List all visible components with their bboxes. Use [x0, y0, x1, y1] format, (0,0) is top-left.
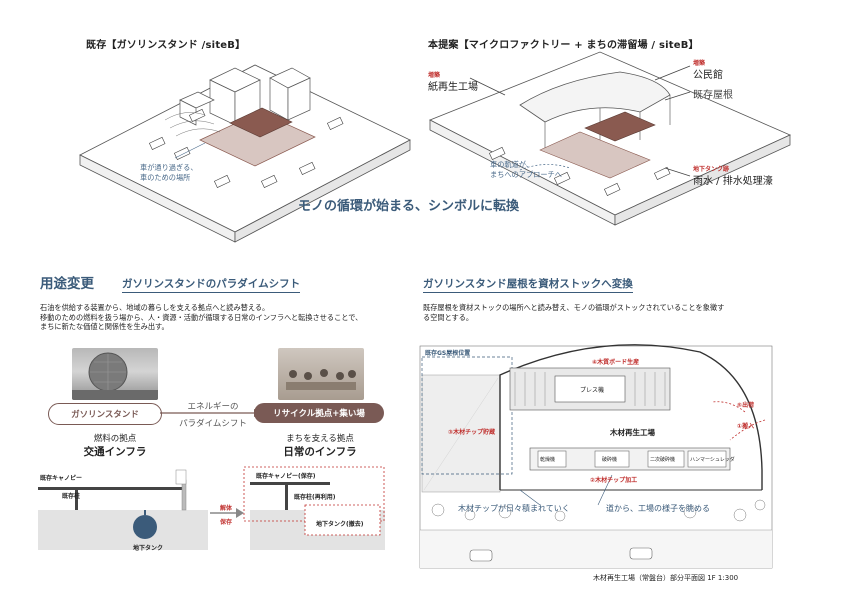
tag-extension-paper: 増築: [428, 72, 441, 79]
pill-gas-station: ガソリンスタンド: [48, 403, 162, 425]
label-community-hall: 公民館: [693, 70, 723, 81]
left-note: 車が通り過ぎる、 車のための場所: [140, 163, 198, 182]
action-keep: 保存: [220, 519, 233, 526]
caption-traffic-infra: 交通インフラ: [83, 446, 147, 458]
plan-hammer-shredder: ハンマーシュレッダ: [690, 457, 735, 463]
label-rain-treatment: 雨水 / 排水処理濠: [693, 176, 773, 187]
tag-extension-hall: 増築: [693, 60, 706, 67]
plan-caption: 木材再生工場（常盤台）部分平面図 1F 1:300: [593, 574, 739, 582]
slogan: モノの循環が始まる、シンボルに転換: [298, 199, 520, 214]
existing-title: 既存【ガソリンスタンド /siteB】: [86, 40, 246, 51]
right-curved-roof: [519, 71, 671, 123]
section-label-canopy: 既存キャノピー: [40, 475, 83, 482]
caption-fuel-hub: 燃料の拠点: [93, 434, 137, 444]
plan-chip-storage: ③木材チップ貯蔵: [448, 429, 496, 436]
plan-factory: 木材再生工場: [610, 428, 655, 437]
caption-town-hub: まちを支える拠点: [286, 434, 354, 444]
plan-press: プレス機: [580, 387, 605, 394]
left-canopy: [229, 107, 293, 138]
right-forecourt: [539, 131, 651, 179]
use-change-heading: 用途変更: [40, 276, 94, 292]
section-label-canopy-keep: 既存キャノピー(保存): [256, 473, 316, 480]
section-label-tank-remove: 地下タンク(撤去): [316, 521, 364, 528]
use-change-subheading: ガソリンスタンドのパラダイムシフト: [122, 276, 301, 293]
plan-dryer: 乾燥機: [540, 457, 556, 463]
roof-stock-heading: ガソリンスタンド屋根を資材ストックへ変換: [423, 276, 633, 293]
tag-tank-trace: 地下タンク跡: [693, 166, 730, 173]
pill-recycle-hub: リサイクル拠点+集い場: [254, 403, 384, 423]
label-existing-roof: 既存屋根: [693, 90, 733, 101]
plan-note-chips: 木材チップが日々積まれていく: [458, 504, 570, 513]
section-label-pillar: 既存柱: [62, 493, 81, 500]
right-existing-canopy: [584, 111, 656, 142]
plan-note-street-view: 道から、工場の様子を眺める: [606, 504, 710, 513]
plan-chip-processing: ②木材チップ加工: [590, 477, 638, 484]
plan-board-production: ④木質ボード生産: [592, 359, 640, 366]
proposal-title: 本提案【マイクロファクトリー + まちの滞留場 / siteB】: [428, 40, 699, 51]
label-paper-factory: 紙再生工場: [428, 82, 478, 93]
plan-crusher: 破砕機: [602, 457, 618, 463]
roof-stock-description: 既存屋根を資材ストックの場所へと読み替え、モノの循環がストックされていることを象…: [423, 303, 725, 322]
plan-in: ①搬入: [737, 423, 755, 430]
arrow-label-paradigm: パラダイムシフト: [179, 419, 247, 429]
caption-daily-infra: 日常のインフラ: [283, 446, 357, 458]
use-change-description: 石油を供給する装置から、地域の暮らしを支える拠点へと読み替える。 移動のための燃…: [40, 303, 363, 332]
plan-secondary-crusher: 二次破砕機: [650, 457, 676, 463]
action-dismantle: 解体: [220, 505, 233, 512]
gas-station-photo: [72, 348, 158, 400]
section-label-pillar-reuse: 既存柱(再利用): [294, 494, 336, 501]
plan-gs-roof-position: 既存GS屋根位置: [425, 350, 471, 357]
arrow-label-energy: エネルギーの: [187, 402, 239, 412]
gathering-photo: [278, 348, 364, 400]
plan-exit: ⑤出荷: [737, 402, 755, 409]
right-note: 車の軌道が、 まちへのアプローチへ: [490, 160, 562, 179]
section-label-tank: 地下タンク: [133, 545, 164, 552]
